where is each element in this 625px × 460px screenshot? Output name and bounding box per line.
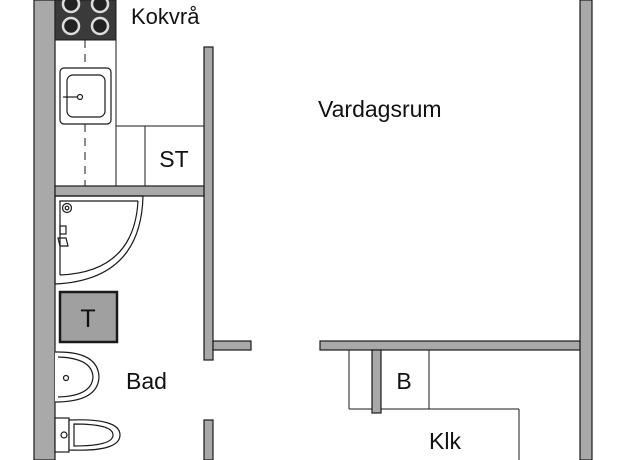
shower-icon bbox=[54, 195, 144, 285]
room-label-storage: ST bbox=[159, 146, 188, 172]
living-room-bottom-wall bbox=[319, 340, 581, 351]
toilet-icon bbox=[54, 417, 121, 453]
stub-wall-left bbox=[212, 340, 252, 351]
room-label-bathroom: Bad bbox=[126, 368, 167, 394]
stove-icon bbox=[54, 0, 117, 41]
room-label-dryer: T bbox=[80, 305, 95, 333]
washbasin-icon bbox=[55, 351, 100, 403]
interior-wall-upper bbox=[203, 46, 214, 361]
dryer-box bbox=[58, 290, 119, 344]
room-label-living-room: Vardagsrum bbox=[318, 96, 442, 122]
room-label-b-closet: B bbox=[396, 368, 411, 394]
b-closet-wall bbox=[371, 349, 382, 414]
interior-wall-lower bbox=[203, 419, 214, 460]
sink-icon bbox=[59, 67, 112, 125]
closet-lines bbox=[348, 350, 520, 460]
outer-left-wall bbox=[33, 0, 56, 460]
outer-right-wall bbox=[579, 0, 593, 460]
kitchen-bath-wall bbox=[54, 185, 205, 197]
walls bbox=[33, 0, 593, 460]
room-label-closet: Klk bbox=[429, 428, 461, 454]
room-label-kitchen: Kokvrå bbox=[131, 4, 200, 29]
